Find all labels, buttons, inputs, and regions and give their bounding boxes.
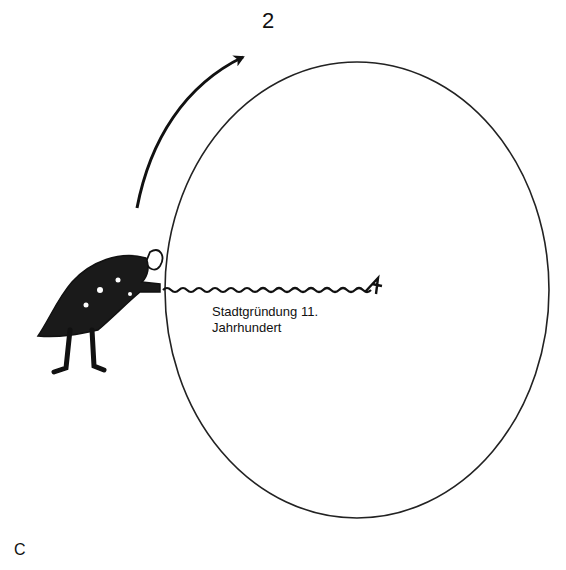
stake <box>365 278 382 294</box>
rotation-arrow <box>137 57 243 208</box>
man-figure <box>38 250 162 372</box>
figure-letter: C <box>14 540 26 559</box>
note-label: Stadtgründung 11. Jahrhundert <box>212 304 320 335</box>
rope <box>163 288 371 292</box>
city-circle <box>165 62 549 518</box>
callout-number: 2 <box>262 8 274 34</box>
